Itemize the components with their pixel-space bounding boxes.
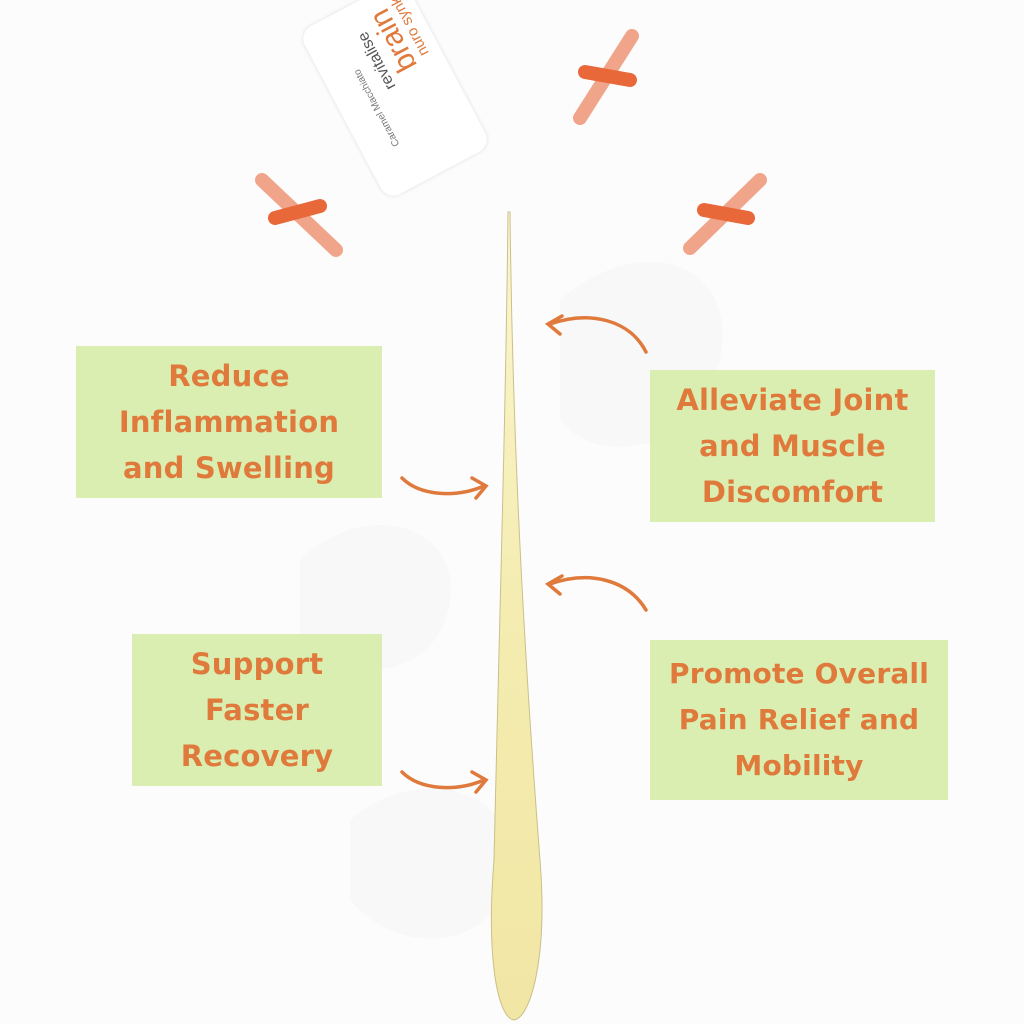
arrow-icon xyxy=(544,314,648,354)
benefit-box-faster-recovery: Support Faster Recovery xyxy=(132,634,382,786)
benefit-line: Support xyxy=(190,647,324,681)
arrow-icon xyxy=(544,574,648,612)
benefit-line: Pain Relief and xyxy=(678,703,920,736)
benefit-line: Recovery xyxy=(180,739,334,773)
background-shapes xyxy=(300,261,723,939)
spark-icon xyxy=(255,173,343,257)
arrow-icon xyxy=(400,476,489,500)
benefit-line: and Swelling xyxy=(122,451,336,485)
benefit-line: Inflammation xyxy=(118,405,340,439)
liquid-stream xyxy=(490,211,543,1021)
benefit-line: Discomfort xyxy=(701,475,884,509)
benefit-line: and Muscle xyxy=(699,429,886,463)
arrow-icon xyxy=(400,770,489,794)
benefit-line: Promote Overall xyxy=(668,657,930,690)
benefit-line: Mobility xyxy=(734,749,864,782)
spark-icon xyxy=(573,29,639,125)
benefit-line: Alleviate Joint xyxy=(676,383,909,417)
benefit-box-reduce-inflammation: Reduce Inflammation and Swelling xyxy=(76,346,382,498)
benefit-box-joint-muscle: Alleviate Joint and Muscle Discomfort xyxy=(650,370,935,522)
spark-icon xyxy=(683,173,767,255)
benefit-line: Faster xyxy=(205,693,309,727)
benefit-box-pain-relief: Promote Overall Pain Relief and Mobility xyxy=(650,640,948,800)
benefit-line: Reduce xyxy=(168,359,290,393)
